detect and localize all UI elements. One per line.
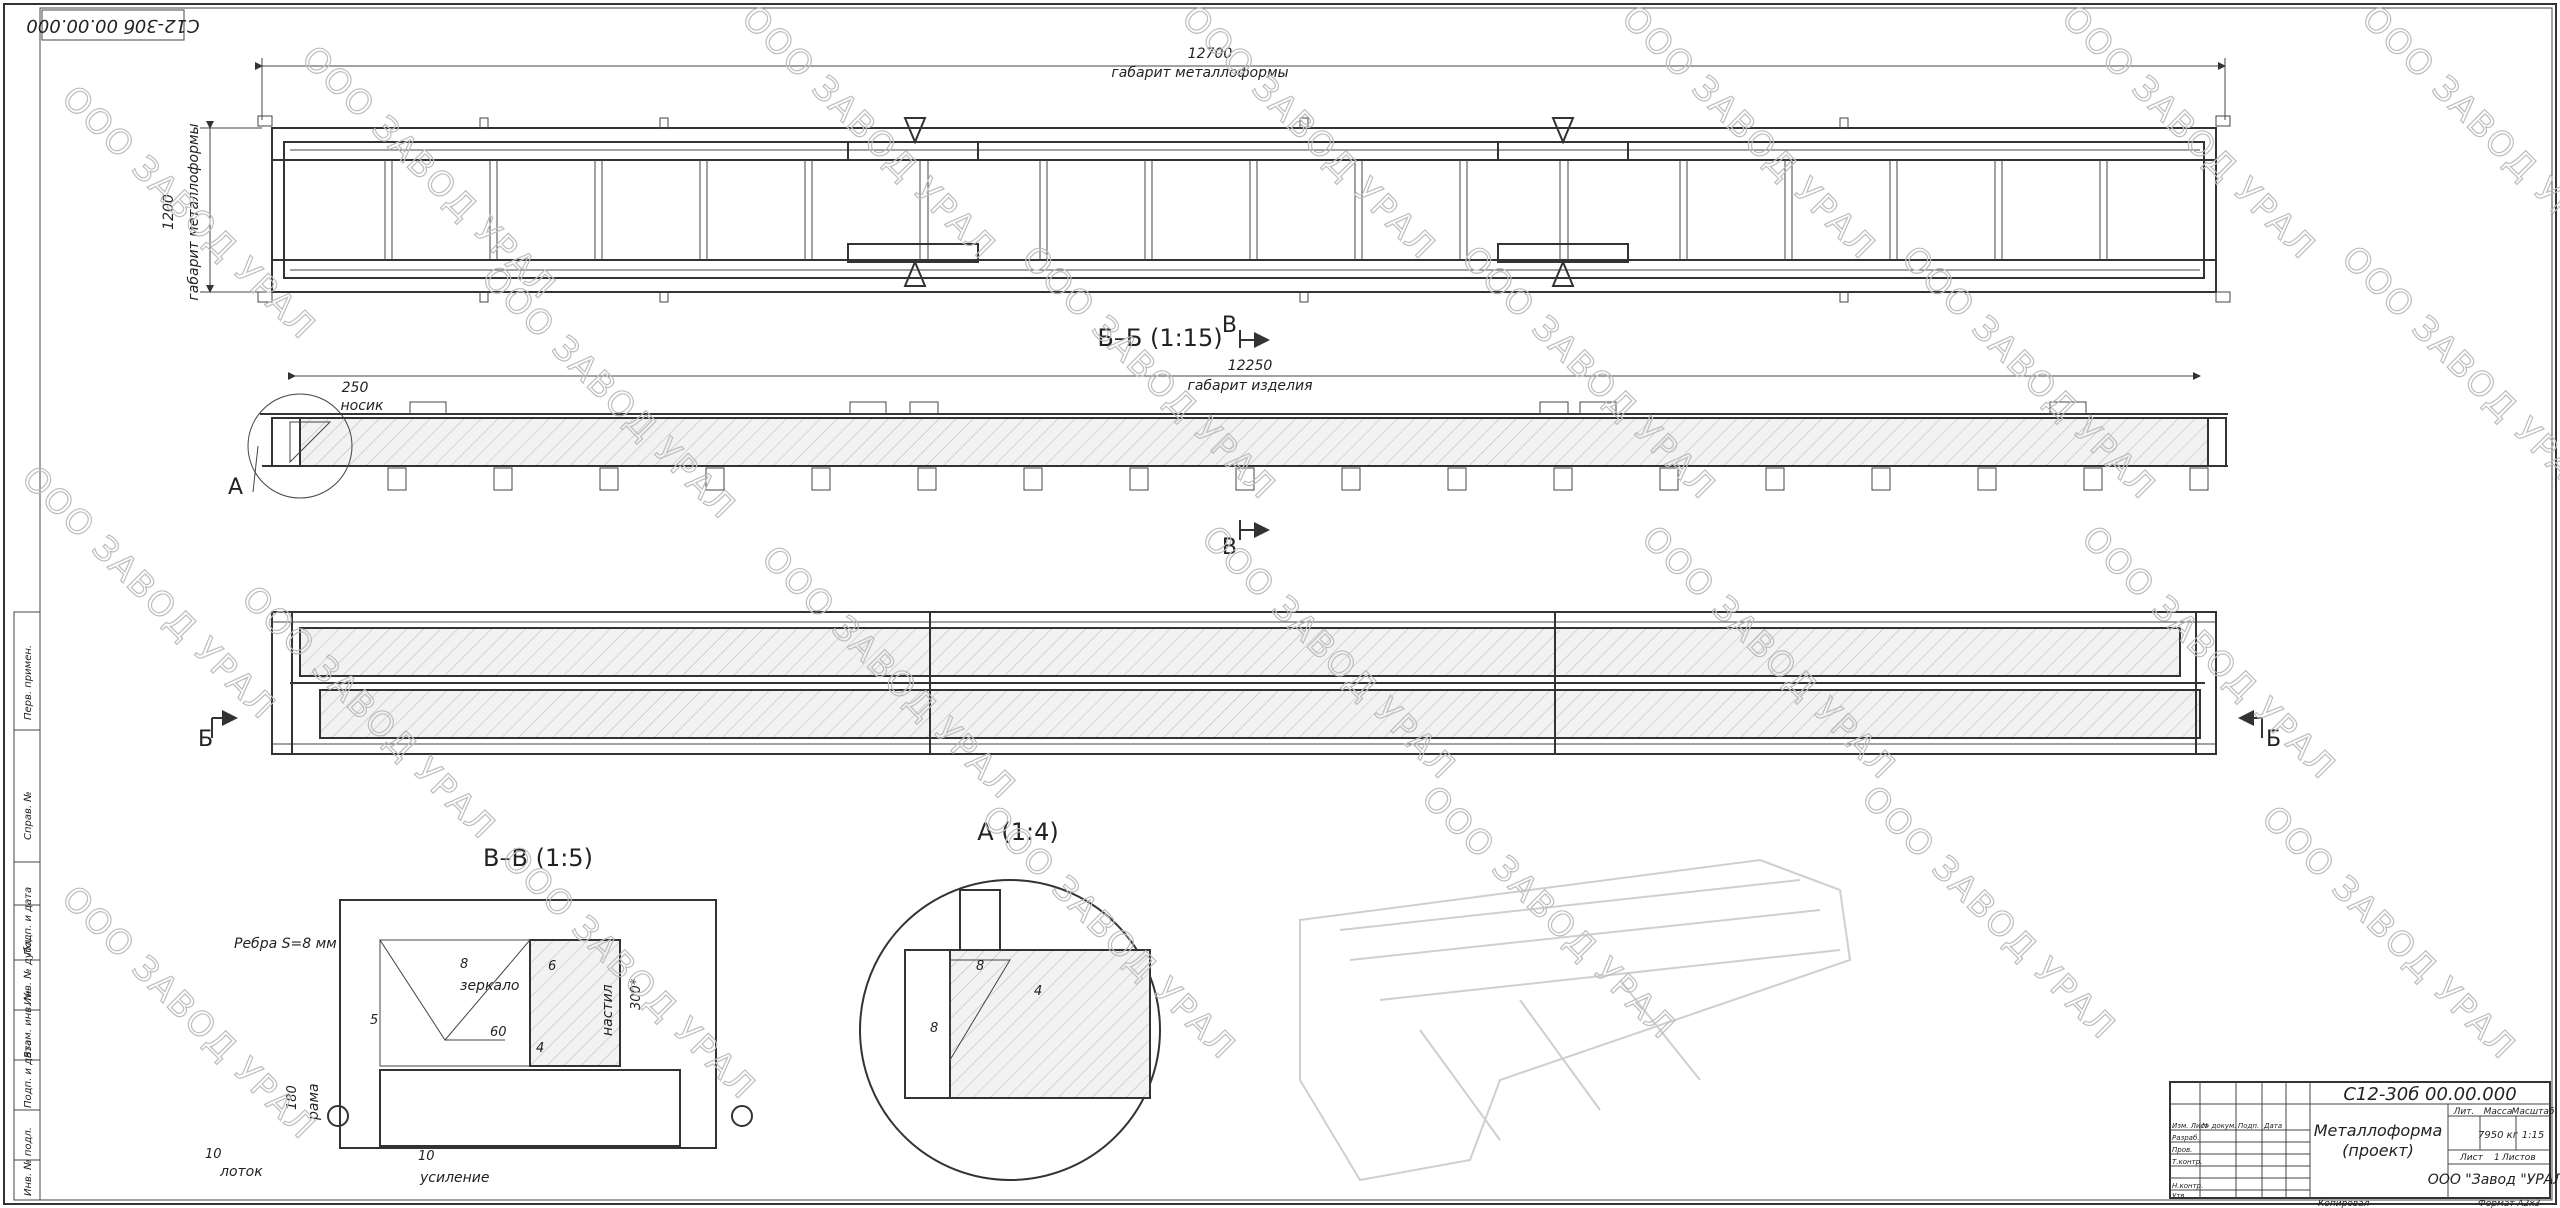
stamp-inv-podl: Инв. № подл. [23,1127,34,1196]
tb-role-2: Подп. [2238,1122,2259,1130]
vv-mirror-note: зеркало [460,978,520,994]
tb-format: Формат A2x3 [2478,1199,2541,1208]
watermark-24: ООО ЗАВОД УРАЛ [2254,798,2524,1068]
vv-d60: 60 [490,1025,507,1040]
tb-sheets: Листов [2501,1153,2536,1163]
corner-code-text: С12-30б 00.00.000 [26,15,199,36]
tb-col-lit: Лит. [2453,1107,2475,1117]
dim-product-length-label: габарит изделия [1187,378,1312,394]
inner-frame [39,7,2553,1201]
cut-a-mark: А [228,475,243,500]
dim-form-length-label: габарит металлоформы [1111,65,1288,81]
vv-ribs-note: Ребра S=8 мм [234,936,337,952]
tb-scale: 1:15 [2522,1130,2544,1141]
top-plan-view: 12700 габарит металлоформы 1200 габарит … [161,46,2231,303]
tb-mass: 7950 кг [2478,1130,2519,1141]
stamp-perv-primen: Перв. примен. [23,645,34,720]
dim-form-width-label: габарит металлоформы [186,123,202,300]
watermark-3: ООО ЗАВОД УРАЛ [734,0,1004,268]
tb-col-scale: Масштаб [2512,1107,2555,1117]
cut-v-bottom: В [1222,535,1237,560]
dim-form-length: 12700 [1188,46,1233,62]
section-bb-view: Б–Б (1:15) В 12250 габарит изделия 250 н… [228,313,2228,560]
stamp-sprav: Справ. № [23,791,34,840]
tb-col-mass: Масса [2484,1107,2513,1117]
tb-name-line2: (проект) [2342,1141,2414,1160]
outer-frame [3,3,2557,1205]
watermark-22: ООО ЗАВОД УРАЛ [1414,778,1684,1048]
title-block: С12-30б 00.00.000 Металлоформа (проект) … [2169,1081,2560,1208]
tb-role-3: Дата [2263,1122,2282,1130]
tb-role-5: Пров. [2172,1146,2192,1154]
stamp-podp-data-2: Подп. и дата [23,1040,34,1108]
tb-role-4: Разраб. [2172,1134,2200,1142]
dim-product-length: 12250 [1228,358,1273,374]
tb-role-8: Утв. [2172,1192,2187,1200]
tb-sheet: Лист [2459,1153,2484,1163]
vv-d10a: 10 [205,1147,222,1162]
plan-view-2: Б Б [198,611,2281,755]
stamp-podp-data-1: Подп. и дата [23,887,34,955]
tb-role-6: Т.контр. [2172,1158,2202,1166]
vv-reinforcement-note: усиление [419,1170,490,1186]
tb-name-line1: Металлоформа [2314,1121,2443,1140]
vv-d300: 300* [629,978,644,1010]
vv-d10b: 10 [418,1149,435,1164]
watermark-13: ООО ЗАВОД УРАЛ [2334,238,2560,508]
corner-code-box: С12-30б 00.00.000 [26,9,200,41]
tb-role-0: Изм. Лист [2172,1122,2209,1130]
watermarks: ООО ЗАВОД УРАЛ ООО ЗАВОД УРАЛ ООО ЗАВОД … [13,0,2560,1149]
section-vv-label: В–В (1:5) [483,844,593,872]
watermark-6: ООО ЗАВОД УРАЛ [2054,0,2324,268]
stamp-vzam-inv: Взам. инв. № [23,990,34,1058]
tb-company: ООО "Завод "УРАЛ" [2428,1172,2560,1188]
section-bb-label: Б–Б (1:15) [1097,324,1222,352]
cut-b-right: Б [2266,727,2281,752]
a-d8a: 8 [976,959,984,974]
watermark-5: ООО ЗАВОД УРАЛ [1614,0,1884,268]
vv-flooring-note: настил [600,984,616,1036]
tb-role-7: Н.контр. [2172,1182,2203,1190]
watermark-9: ООО ЗАВОД УРАЛ [474,258,744,528]
cut-b-left: Б [198,727,213,752]
vv-d8: 8 [460,957,468,972]
watermark-19: ООО ЗАВОД УРАЛ [54,878,324,1148]
cut-v-top: В [1222,313,1237,338]
stamp-inv-dubl: Инв. № дубл. [22,937,34,1005]
detail-a-view: А (1:4) 8 8 4 [859,818,1161,1181]
watermark-7: ООО ЗАВОД УРАЛ [2354,0,2560,268]
a-d8b: 8 [930,1021,938,1036]
vv-frame-note: рама [306,1083,322,1121]
dim-nose-label: носик [341,398,385,414]
tb-sheets-count: 1 [2494,1153,2500,1163]
section-vv-view: В–В (1:5) Ребра S=8 мм зеркало настил ра… [205,844,753,1186]
a-d4: 4 [1034,984,1042,999]
dim-nose-size: 250 [342,380,369,396]
isometric-view [1299,858,1852,1182]
tb-copied: Копировал [2318,1199,2370,1208]
vv-tray-note: лоток [219,1164,263,1180]
tb-role-1: № докум. [2201,1122,2237,1130]
vv-d5: 5 [370,1013,378,1028]
detail-a-label: А (1:4) [977,818,1058,846]
watermark-23: ООО ЗАВОД УРАЛ [1854,778,2124,1048]
watermark-2: ООО ЗАВОД УРАЛ [294,38,564,308]
vv-d6: 6 [548,959,556,974]
tb-code: С12-30б 00.00.000 [2343,1084,2516,1105]
dim-form-width: 1200 [161,194,177,230]
side-stamp: Перв. примен. Справ. № Подп. и дата Инв.… [13,611,41,1201]
vv-d4: 4 [536,1041,544,1056]
watermark-4: ООО ЗАВОД УРАЛ [1174,0,1444,268]
vv-d180: 180 [285,1085,300,1110]
